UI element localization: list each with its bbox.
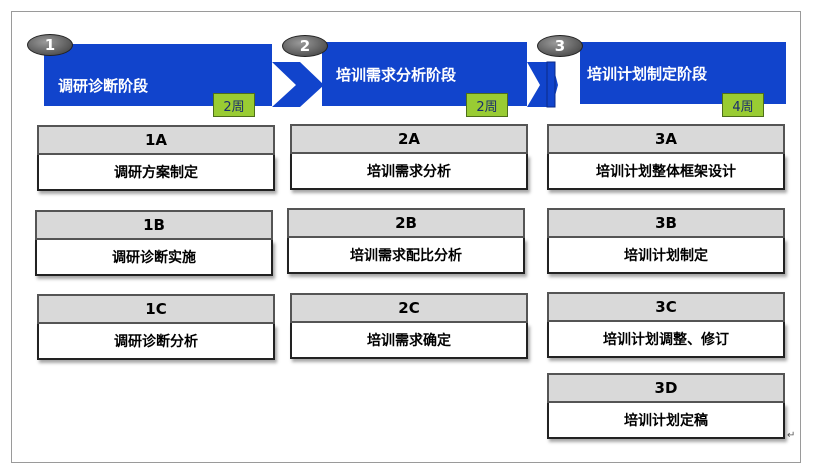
task-code: 2A <box>290 124 528 154</box>
task-name: 培训需求确定 <box>290 323 528 359</box>
task-card-1a: 1A 调研方案制定 <box>37 125 275 191</box>
task-name: 培训需求分析 <box>290 154 528 190</box>
task-card-1b: 1B 调研诊断实施 <box>35 210 273 276</box>
task-name: 调研方案制定 <box>37 155 275 191</box>
task-name: 培训计划制定 <box>547 238 785 274</box>
phase-title-2: 培训需求分析阶段 <box>336 65 457 84</box>
task-code: 3D <box>547 373 785 403</box>
task-name: 培训计划调整、修订 <box>547 322 785 358</box>
task-card-3c: 3C 培训计划调整、修订 <box>547 292 785 358</box>
phase-number-2: 2 <box>282 35 328 57</box>
task-name: 培训计划定稿 <box>547 403 785 439</box>
task-card-2a: 2A 培训需求分析 <box>290 124 528 190</box>
task-name: 调研诊断实施 <box>35 240 273 276</box>
task-code: 2C <box>290 293 528 323</box>
task-card-1c: 1C 调研诊断分析 <box>37 294 275 360</box>
phase-title-3: 培训计划制定阶段 <box>587 64 708 83</box>
task-code: 1B <box>35 210 273 240</box>
task-name: 培训计划整体框架设计 <box>547 154 785 190</box>
task-name: 调研诊断分析 <box>37 324 275 360</box>
task-code: 3C <box>547 292 785 322</box>
duration-badge-1: 2周 <box>213 93 255 117</box>
task-code: 3A <box>547 124 785 154</box>
paragraph-mark: ↵ <box>787 430 796 441</box>
task-code: 1A <box>37 125 275 155</box>
task-code: 2B <box>287 208 525 238</box>
diagram-frame <box>11 11 801 463</box>
task-code: 3B <box>547 208 785 238</box>
phase-banner-3: 培训计划制定阶段 <box>580 42 786 104</box>
task-card-3a: 3A 培训计划整体框架设计 <box>547 124 785 190</box>
task-code: 1C <box>37 294 275 324</box>
task-name: 培训需求配比分析 <box>287 238 525 274</box>
task-card-3b: 3B 培训计划制定 <box>547 208 785 274</box>
duration-badge-2: 2周 <box>466 93 508 117</box>
phase-number-1: 1 <box>27 34 73 56</box>
chevron-arrow-1-2 <box>272 62 324 107</box>
duration-badge-3: 4周 <box>722 93 764 117</box>
task-card-2c: 2C 培训需求确定 <box>290 293 528 359</box>
phase-title-1: 调研诊断阶段 <box>58 76 149 95</box>
task-card-2b: 2B 培训需求配比分析 <box>287 208 525 274</box>
task-card-3d: 3D 培训计划定稿 <box>547 373 785 439</box>
phase-number-3: 3 <box>537 35 583 57</box>
